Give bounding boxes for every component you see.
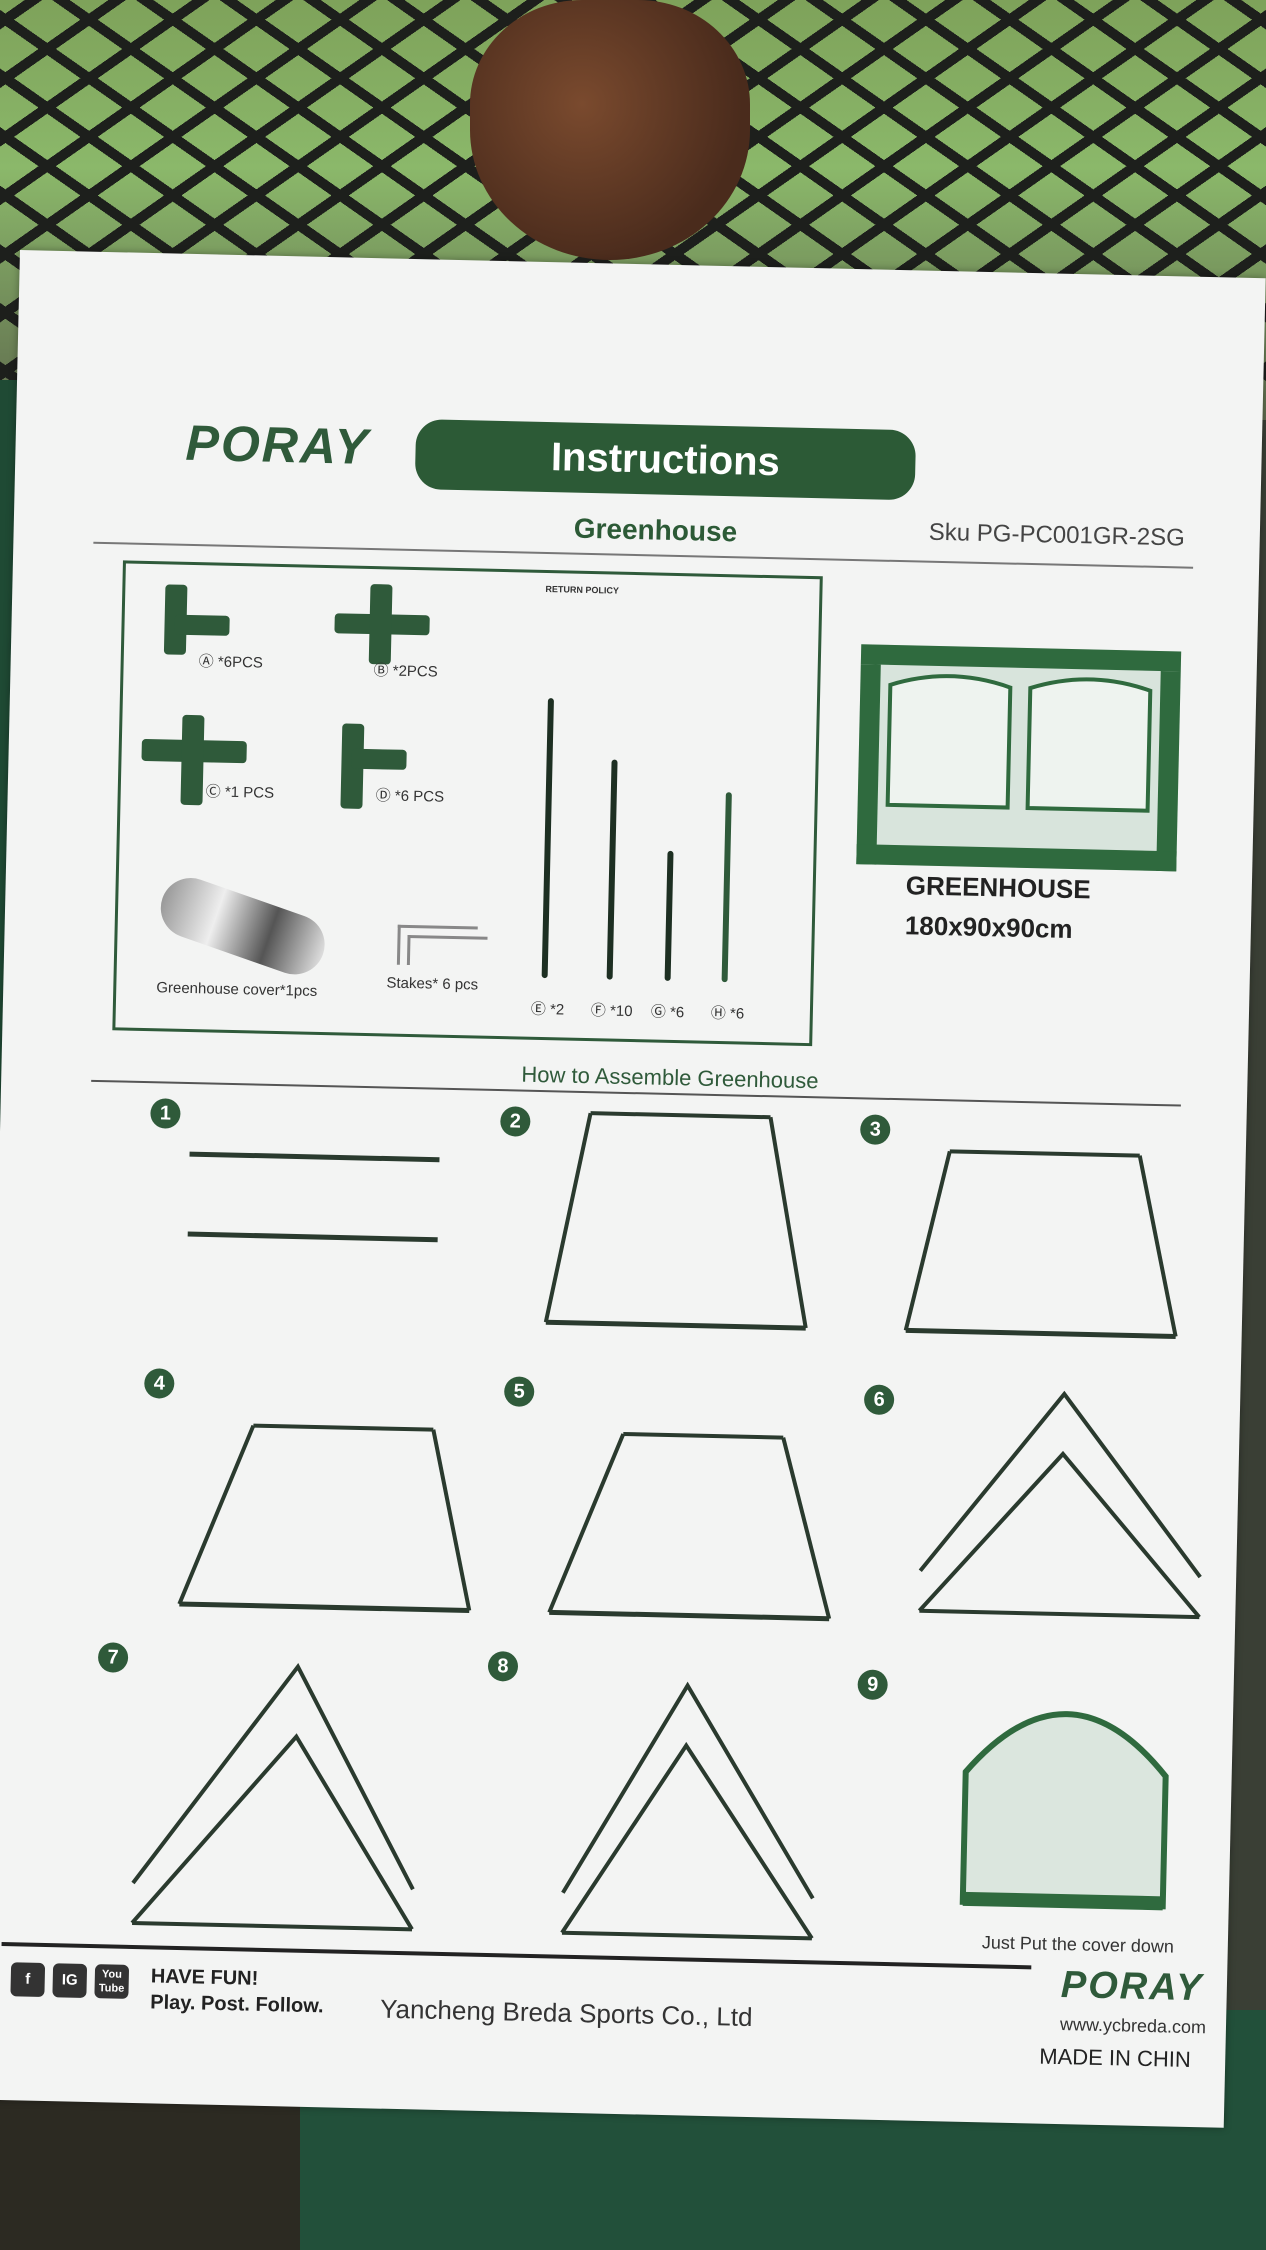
step-5-diagram	[547, 1431, 832, 1622]
pole-h-icon	[721, 792, 732, 983]
step-9-caption: Just Put the cover down	[981, 1932, 1175, 1957]
fitting-a-arm-icon	[174, 614, 230, 636]
step-3-diagram	[903, 1149, 1178, 1339]
assembly-title: How to Assemble Greenhouse	[521, 1061, 819, 1094]
step-1-diagram	[187, 1151, 440, 1243]
parts-list-box: Ⓐ *6PCS Ⓑ *2PCS Ⓒ *1 PCS Ⓓ *6 PCS Greenh…	[112, 560, 823, 1047]
fitting-b-arm-icon	[368, 584, 393, 665]
step-number-8: 8	[487, 1650, 519, 1682]
website-link[interactable]: www.ycbreda.com	[1059, 2014, 1207, 2038]
sku-label: Sku PG-PC001GR-2SG	[928, 518, 1186, 552]
product-subtitle: Greenhouse	[573, 512, 738, 548]
fitting-d-arm-icon	[351, 748, 407, 770]
pole-e-icon	[541, 698, 554, 979]
fitting-b-label: Ⓑ *2PCS	[373, 662, 438, 681]
product-size: 180x90x90cm	[904, 910, 1073, 945]
step-number-2: 2	[500, 1106, 531, 1137]
step-2-diagram	[543, 1111, 808, 1331]
step-8-diagram	[560, 1681, 815, 1941]
pole-f-icon	[606, 759, 618, 980]
step-number-5: 5	[503, 1376, 535, 1407]
product-name: GREENHOUSE	[905, 870, 1092, 905]
facebook-icon[interactable]: f	[10, 1962, 46, 1998]
step-number-1: 1	[150, 1098, 181, 1129]
stakes-label: Stakes* 6 pcs	[386, 974, 479, 994]
step-number-6: 6	[863, 1384, 895, 1416]
instructions-title: Instructions	[414, 419, 917, 501]
background-rust	[470, 0, 750, 260]
pole-h-label: Ⓗ *6	[710, 1004, 745, 1023]
step-number-9: 9	[857, 1669, 889, 1701]
youtube-icon[interactable]: You Tube	[94, 1964, 130, 1999]
step-6-diagram	[917, 1390, 1202, 1620]
footer-logo: PORAY	[1060, 1964, 1204, 2010]
greenhouse-photo	[856, 644, 1182, 872]
background-corner	[0, 2080, 300, 2250]
instruction-sheet: PORAY Instructions Greenhouse Sku PG-PC0…	[0, 250, 1266, 2128]
step-9-diagram	[959, 1711, 1169, 1911]
company-name: Yancheng Breda Sports Co., Ltd	[379, 1993, 753, 2033]
pole-g-icon	[664, 850, 674, 981]
greenhouse-cover-image	[152, 869, 333, 983]
pole-g-label: Ⓖ *6	[650, 1003, 685, 1022]
pole-f-label: Ⓕ *10	[590, 1002, 633, 1021]
fitting-d-label: Ⓓ *6 PCS	[375, 787, 445, 806]
have-fun-text: HAVE FUN! Play. Post. Follow.	[150, 1965, 324, 2018]
fitting-c-arm-icon	[180, 714, 205, 806]
step-4-diagram	[177, 1423, 472, 1614]
step-7-diagram	[130, 1662, 415, 1932]
made-in-label: MADE IN CHIN	[1039, 2043, 1192, 2073]
fitting-c-label: Ⓒ *1 PCS	[205, 783, 275, 802]
stakes-icon-2	[406, 934, 488, 967]
instagram-icon[interactable]: IG	[52, 1963, 88, 1998]
return-policy: RETURN POLICY	[545, 584, 620, 596]
cover-label: Greenhouse cover*1pcs	[156, 979, 318, 1000]
social-icons: f IG You Tube	[10, 1962, 130, 1999]
fitting-a-label: Ⓐ *6PCS	[198, 653, 264, 672]
pole-e-label: Ⓔ *2	[530, 1000, 565, 1019]
brand-logo: PORAY	[185, 414, 371, 475]
